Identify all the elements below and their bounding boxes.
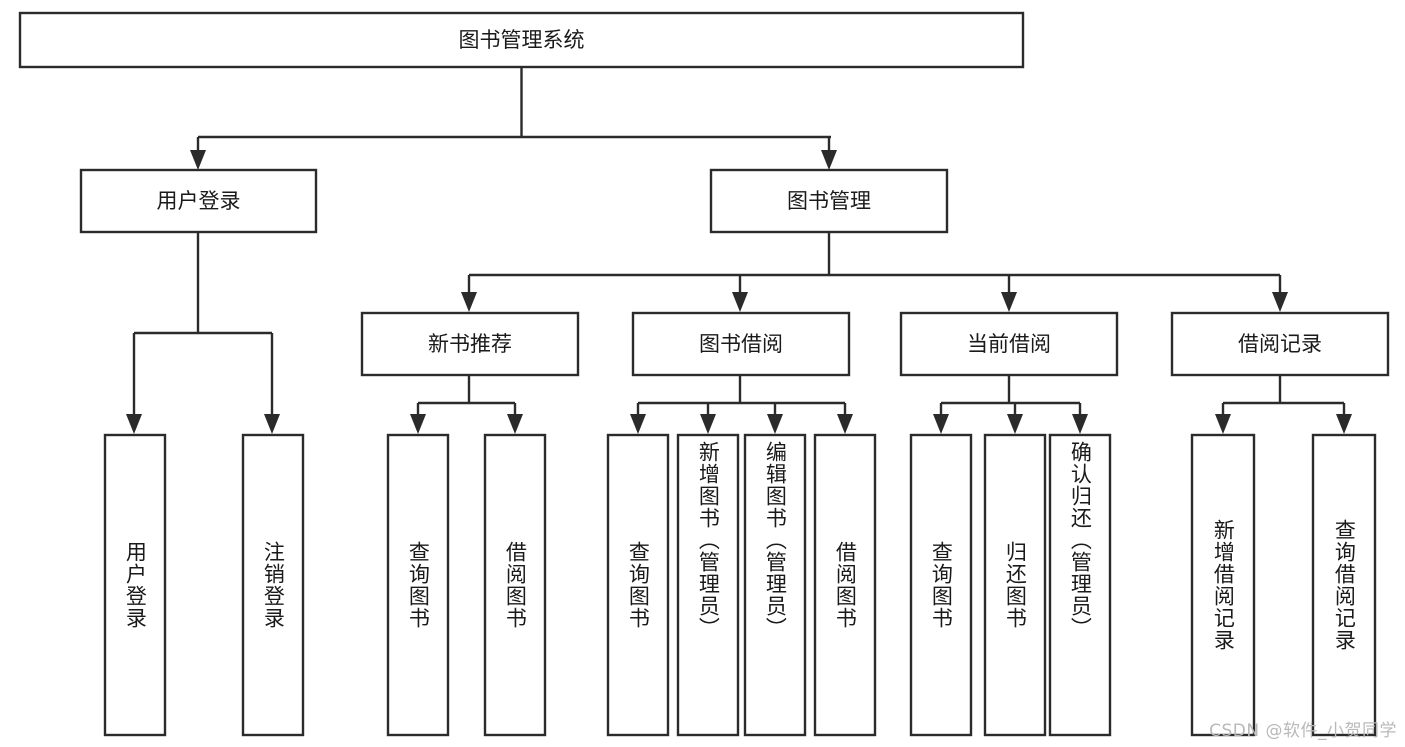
book-borrow-label: 图书借阅 bbox=[699, 332, 783, 356]
arrowhead-leaf-add-record bbox=[1215, 414, 1231, 434]
node-new-book-recommend[interactable]: 新书推荐 bbox=[360, 311, 580, 377]
borrow-record-box[interactable] bbox=[1170, 311, 1390, 377]
root-label: 图书管理系统 bbox=[459, 28, 585, 52]
leaf-box-borrow-book-1[interactable] bbox=[483, 433, 547, 737]
connector-book-manage-bus bbox=[467, 232, 1282, 300]
connector-borrow-record-bus bbox=[1221, 375, 1346, 422]
connector-book-borrow-bus bbox=[636, 375, 847, 422]
leaf-box-return-book[interactable] bbox=[983, 433, 1047, 737]
new-book-recommend-box[interactable] bbox=[360, 311, 580, 377]
node-user-login[interactable]: 用户登录 bbox=[79, 168, 318, 234]
leaf-box-query-book-3[interactable] bbox=[909, 433, 973, 737]
leaf-box-edit-book[interactable] bbox=[743, 433, 807, 737]
arrowhead-leaf-user-login bbox=[126, 414, 142, 434]
arrowhead-to-current-borrow bbox=[1001, 292, 1017, 312]
leaf-box-query-book-1[interactable] bbox=[386, 433, 450, 737]
arrowhead-to-book-borrow bbox=[732, 292, 748, 312]
arrowhead-leaf-borrow-book-2 bbox=[837, 414, 853, 434]
arrowhead-leaf-query-book-1 bbox=[410, 414, 426, 434]
arrowhead-leaf-add-book bbox=[700, 414, 716, 434]
node-borrow-record[interactable]: 借阅记录 bbox=[1170, 311, 1390, 377]
leaf-layer bbox=[103, 433, 1377, 737]
arrowhead-leaf-return-book bbox=[1007, 414, 1023, 434]
arrowhead-to-borrow-record bbox=[1272, 292, 1288, 312]
arrowhead-to-book-manage bbox=[821, 150, 837, 170]
connector-user-login-bus bbox=[132, 232, 274, 422]
leaf-box-logout[interactable] bbox=[241, 433, 305, 737]
csdn-watermark: CSDN @软件_小贺同学 bbox=[1209, 721, 1397, 741]
book-manage-label: 图书管理 bbox=[787, 189, 871, 213]
borrow-record-label: 借阅记录 bbox=[1238, 332, 1322, 356]
leaf-box-borrow-book-2[interactable] bbox=[813, 433, 877, 737]
current-borrow-box[interactable] bbox=[899, 311, 1119, 377]
arrowhead-leaf-query-book-2 bbox=[630, 414, 646, 434]
new-book-recommend-label: 新书推荐 bbox=[428, 332, 512, 356]
connector-layer bbox=[126, 67, 1352, 434]
arrowhead-leaf-query-record bbox=[1336, 414, 1352, 434]
node-root[interactable]: 图书管理系统 bbox=[18, 11, 1025, 69]
node-book-borrow[interactable]: 图书借阅 bbox=[631, 311, 851, 377]
arrowhead-leaf-query-book-3 bbox=[933, 414, 949, 434]
current-borrow-label: 当前借阅 bbox=[967, 332, 1051, 356]
connector-root-bus bbox=[196, 67, 831, 157]
leaf-box-confirm-return[interactable] bbox=[1048, 433, 1112, 737]
arrowhead-leaf-edit-book bbox=[767, 414, 783, 434]
node-current-borrow[interactable]: 当前借阅 bbox=[899, 311, 1119, 377]
book-manage-box[interactable] bbox=[709, 168, 949, 234]
arrowhead-to-new-book-rec bbox=[461, 292, 477, 312]
leaf-box-query-book-2[interactable] bbox=[606, 433, 670, 737]
arrowhead-leaf-confirm-return bbox=[1072, 414, 1088, 434]
connector-current-borrow-bus bbox=[939, 375, 1082, 422]
book-borrow-box[interactable] bbox=[631, 311, 851, 377]
connector-new-book-rec-bus bbox=[416, 375, 517, 422]
root-box[interactable] bbox=[18, 11, 1025, 69]
user-login-box[interactable] bbox=[79, 168, 318, 234]
arrowhead-leaf-borrow-book-1 bbox=[507, 414, 523, 434]
leaf-box-query-record[interactable] bbox=[1311, 433, 1377, 737]
user-login-label: 用户登录 bbox=[157, 189, 241, 213]
leaf-box-user-login[interactable] bbox=[103, 433, 167, 737]
arrowhead-to-user-login bbox=[190, 150, 206, 170]
leaf-box-add-book[interactable] bbox=[676, 433, 740, 737]
arrowhead-leaf-logout bbox=[264, 414, 280, 434]
node-book-manage[interactable]: 图书管理 bbox=[709, 168, 949, 234]
leaf-box-add-record[interactable] bbox=[1190, 433, 1256, 737]
